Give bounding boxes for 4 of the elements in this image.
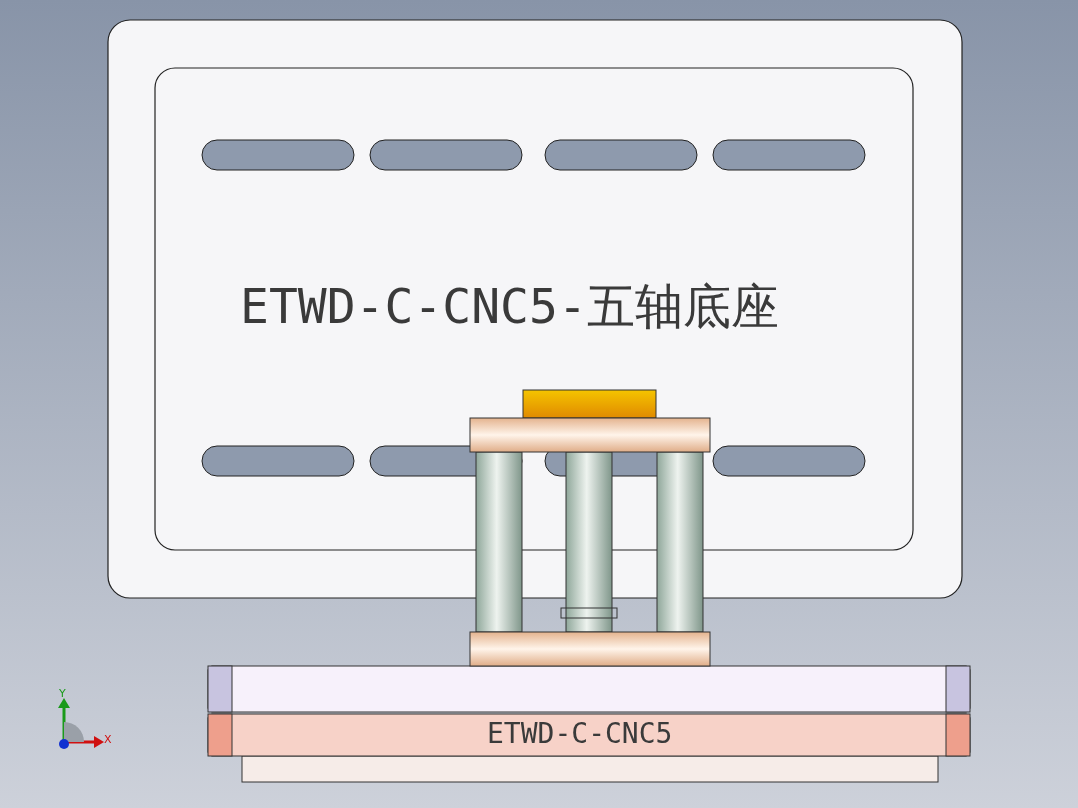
axis-label: X — [104, 734, 112, 745]
engraved-title: ETWD-C-CNC5-五轴底座 — [240, 282, 779, 330]
engraved-part-number: ETWD-C-CNC5 — [487, 720, 673, 748]
axis-label: Y — [59, 688, 66, 699]
